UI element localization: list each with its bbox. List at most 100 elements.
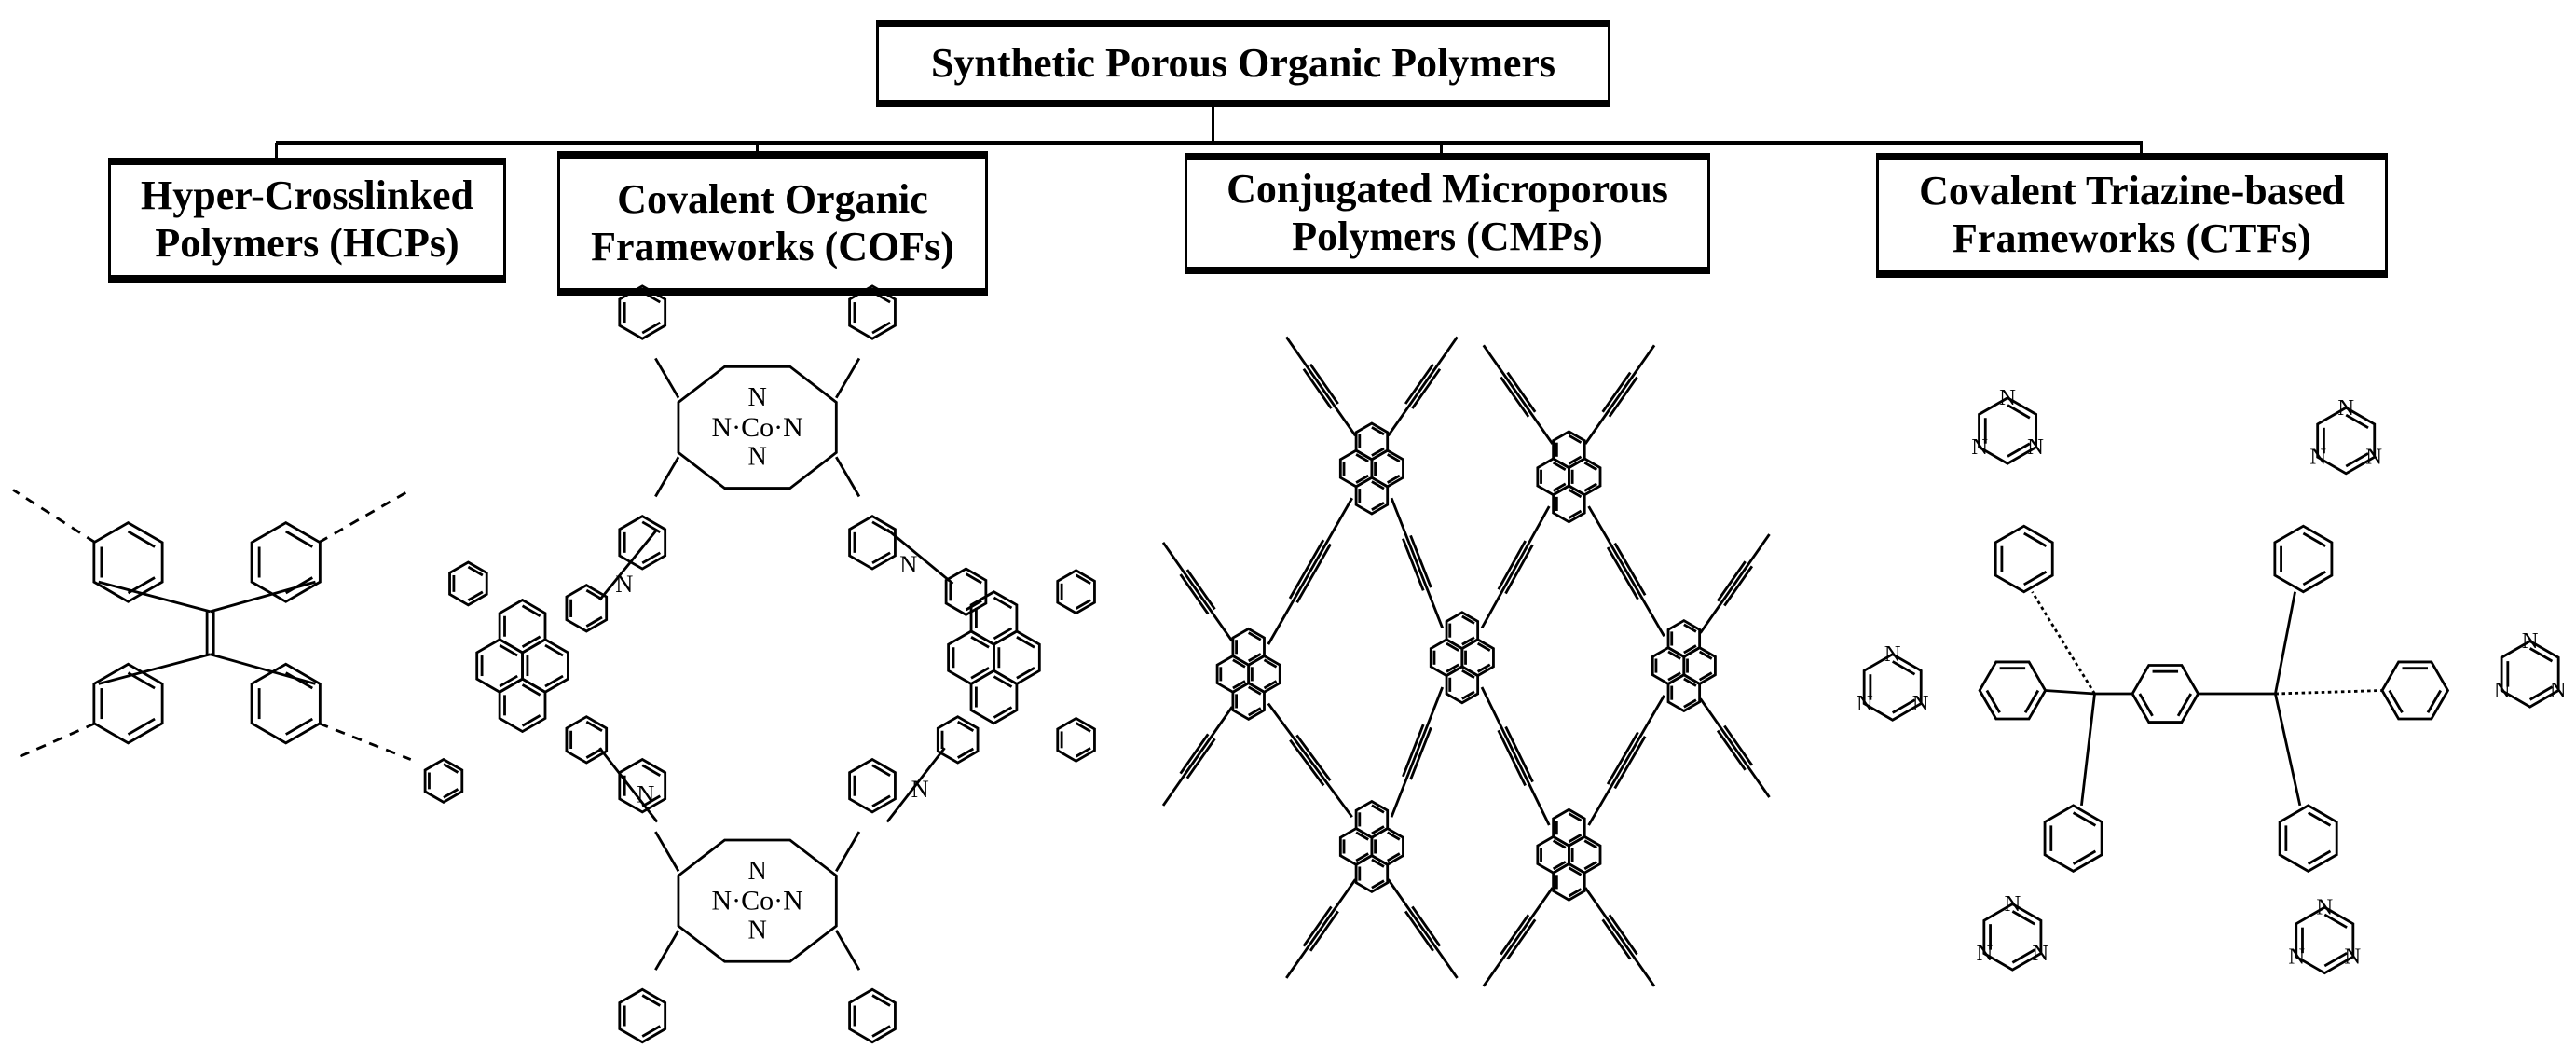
benzene-ring — [498, 677, 547, 734]
benzene-ring — [2278, 804, 2338, 874]
double-bond — [965, 600, 982, 612]
bond — [1161, 706, 1234, 807]
double-bond — [641, 551, 661, 565]
benzene-ring — [618, 987, 667, 1044]
benzene-ring — [1982, 903, 2043, 972]
triple-bond — [1723, 565, 1754, 607]
bond — [1480, 505, 1551, 629]
double-bond — [1568, 509, 1583, 519]
branch-line — [276, 141, 2143, 145]
double-bond — [1583, 839, 1598, 849]
double-bond — [1371, 879, 1385, 890]
double-bond — [1386, 852, 1401, 862]
double-bond — [1476, 663, 1491, 673]
double-bond — [641, 994, 661, 1007]
double-bond — [1461, 690, 1475, 700]
double-bond — [1232, 658, 1246, 669]
bond — [835, 930, 861, 971]
double-bond — [1568, 434, 1583, 444]
nitrogen-label: N — [2522, 628, 2539, 654]
triple-bond — [1411, 905, 1442, 947]
imine-n: N — [615, 570, 633, 598]
ctf-connector — [2140, 143, 2143, 155]
bond — [2031, 590, 2096, 695]
hcp-label-2: Polymers (HCPs) — [155, 220, 459, 266]
bond — [654, 456, 680, 498]
nitrogen-label: N — [2494, 678, 2511, 703]
dashed-bond — [318, 722, 412, 761]
double-bond — [2007, 404, 2031, 420]
benzene-ring — [848, 757, 897, 814]
bond — [1482, 344, 1554, 445]
bond — [1387, 878, 1459, 979]
benzene-ring — [250, 662, 322, 745]
triple-bond — [1402, 538, 1425, 591]
double-bond — [1568, 834, 1583, 844]
double-bond — [544, 674, 564, 688]
cmp-label-1: Conjugated Microporous — [1226, 166, 1668, 213]
triple-bond — [1411, 367, 1442, 409]
double-bond — [1016, 636, 1035, 649]
nitrogen-label: N — [1884, 641, 1901, 667]
triple-bond — [1504, 725, 1534, 783]
bond — [885, 528, 954, 585]
bond — [1587, 505, 1665, 638]
double-bond — [871, 1025, 891, 1038]
bond — [1285, 878, 1357, 979]
bond — [1267, 702, 1353, 819]
triple-bond — [1309, 363, 1339, 405]
nitrogen-label: N — [747, 916, 766, 945]
double-bond — [641, 290, 661, 304]
benzene-ring — [618, 515, 667, 571]
bond — [1285, 336, 1357, 437]
double-bond — [1371, 804, 1385, 814]
double-bond — [1371, 447, 1385, 457]
double-bond — [1568, 812, 1583, 822]
double-bond — [871, 321, 891, 335]
benzene-ring — [1445, 611, 1480, 651]
double-bond — [641, 1025, 661, 1038]
double-bond — [1552, 861, 1567, 871]
double-bond — [2176, 693, 2193, 717]
double-bond — [1247, 631, 1262, 641]
bond — [1390, 686, 1445, 818]
triple-bond — [1506, 918, 1537, 960]
nitrogen-label: N — [2309, 445, 2326, 470]
root-box: Synthetic Porous Organic Polymers — [876, 20, 1610, 107]
double-bond — [2023, 570, 2048, 586]
double-bond — [1461, 614, 1475, 625]
double-bond — [871, 764, 891, 777]
benzene-ring — [1552, 862, 1586, 902]
double-bond — [1386, 831, 1401, 841]
double-bond — [993, 675, 1013, 688]
double-bond — [1985, 689, 2001, 714]
bond — [98, 653, 211, 685]
benzene-ring — [423, 757, 464, 804]
double-bond — [499, 643, 518, 657]
triple-bond — [1179, 733, 1210, 775]
double-bond — [1667, 650, 1681, 660]
double-bond — [993, 596, 1013, 610]
triple-bond — [1497, 540, 1527, 590]
double-bond — [871, 994, 891, 1007]
triple-bond — [1606, 546, 1639, 600]
cmp-structure — [1161, 336, 1771, 987]
benzene-ring — [1994, 524, 2054, 594]
bond — [1480, 686, 1551, 826]
triple-bond — [1716, 560, 1747, 602]
nitrogen-label: N — [1971, 434, 1988, 460]
nitrogen-label: N — [747, 857, 766, 886]
double-bond — [993, 627, 1013, 641]
nitrogen-label: N — [2337, 395, 2354, 421]
double-bond — [1371, 480, 1385, 490]
double-bond — [2345, 413, 2369, 430]
double-bond — [2528, 647, 2554, 663]
double-bond — [1232, 680, 1246, 690]
triple-bond — [1295, 543, 1332, 603]
double-bond — [956, 747, 975, 759]
cof-label-1: Covalent Organic — [617, 175, 928, 222]
double-bond — [2426, 689, 2442, 714]
triple-bond — [1289, 738, 1325, 787]
